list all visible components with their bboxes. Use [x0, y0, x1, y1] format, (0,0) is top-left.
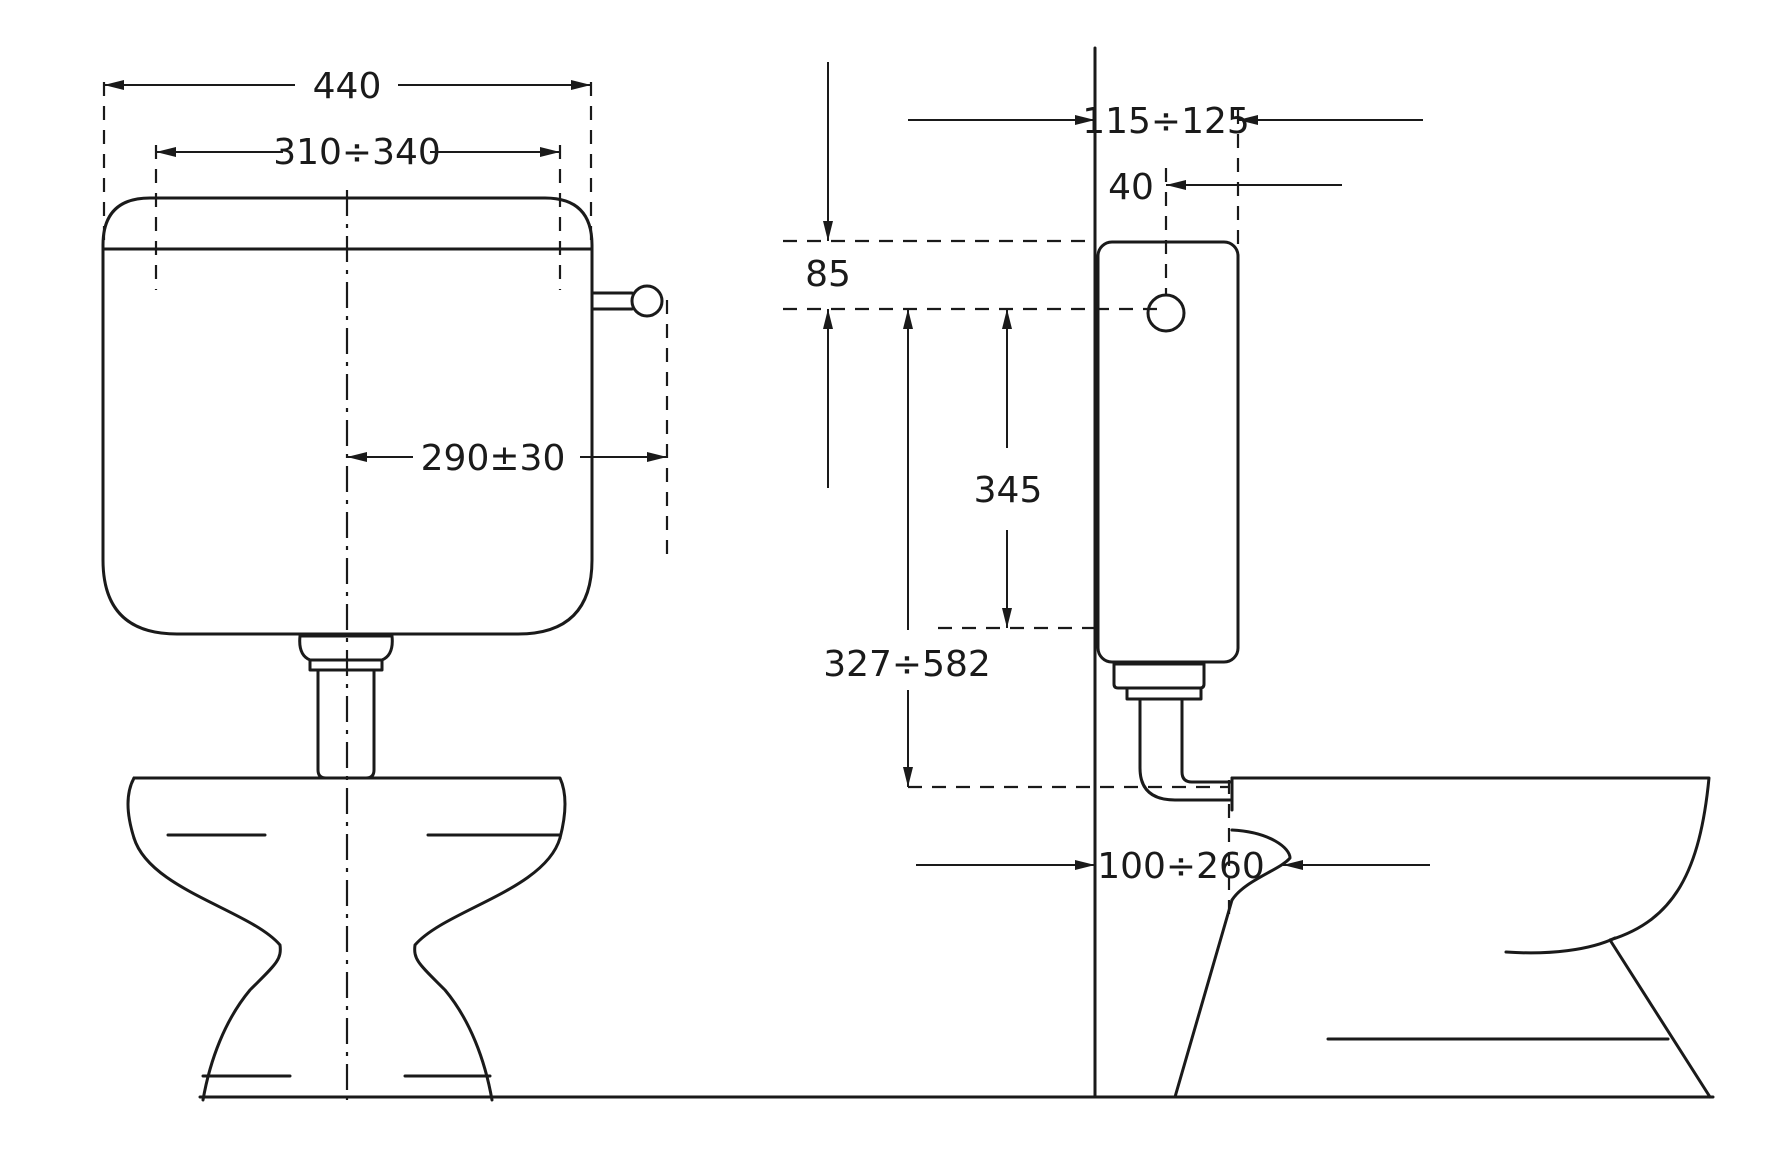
- dim-115-125-label: 115÷125: [1082, 101, 1250, 142]
- front-toilet-bowl: [126, 776, 567, 1102]
- dim-85: 85: [805, 62, 851, 488]
- dim-327-582: 327÷582: [823, 309, 991, 787]
- dim-345-label: 345: [974, 470, 1043, 511]
- side-view: 115÷125 40 85 345 327÷582 1: [198, 46, 1715, 1099]
- dim-115-125: 115÷125: [908, 101, 1423, 142]
- front-view: 440 310÷340 290±30: [101, 66, 669, 1102]
- dim-85-label: 85: [805, 254, 851, 295]
- dim-310-340-label: 310÷340: [273, 132, 441, 173]
- front-lever: [590, 284, 664, 318]
- dim-290-30: 290±30: [347, 438, 667, 479]
- dim-40: 40: [1108, 167, 1342, 208]
- dim-100-260: 100÷260: [916, 846, 1430, 887]
- side-lever-icon: [1146, 293, 1186, 333]
- dim-310-340: 310÷340: [156, 132, 560, 173]
- dim-40-label: 40: [1108, 167, 1154, 208]
- side-cistern-body: [1096, 240, 1240, 664]
- dim-327-582-label: 327÷582: [823, 644, 991, 685]
- side-toilet-bowl: [1173, 776, 1712, 1099]
- dim-440: 440: [104, 66, 591, 107]
- dim-290-30-label: 290±30: [421, 438, 566, 479]
- dim-345: 345: [974, 309, 1043, 628]
- side-flush-pipe: [1112, 662, 1232, 802]
- dim-440-label: 440: [313, 66, 382, 107]
- dim-100-260-label: 100÷260: [1097, 846, 1265, 887]
